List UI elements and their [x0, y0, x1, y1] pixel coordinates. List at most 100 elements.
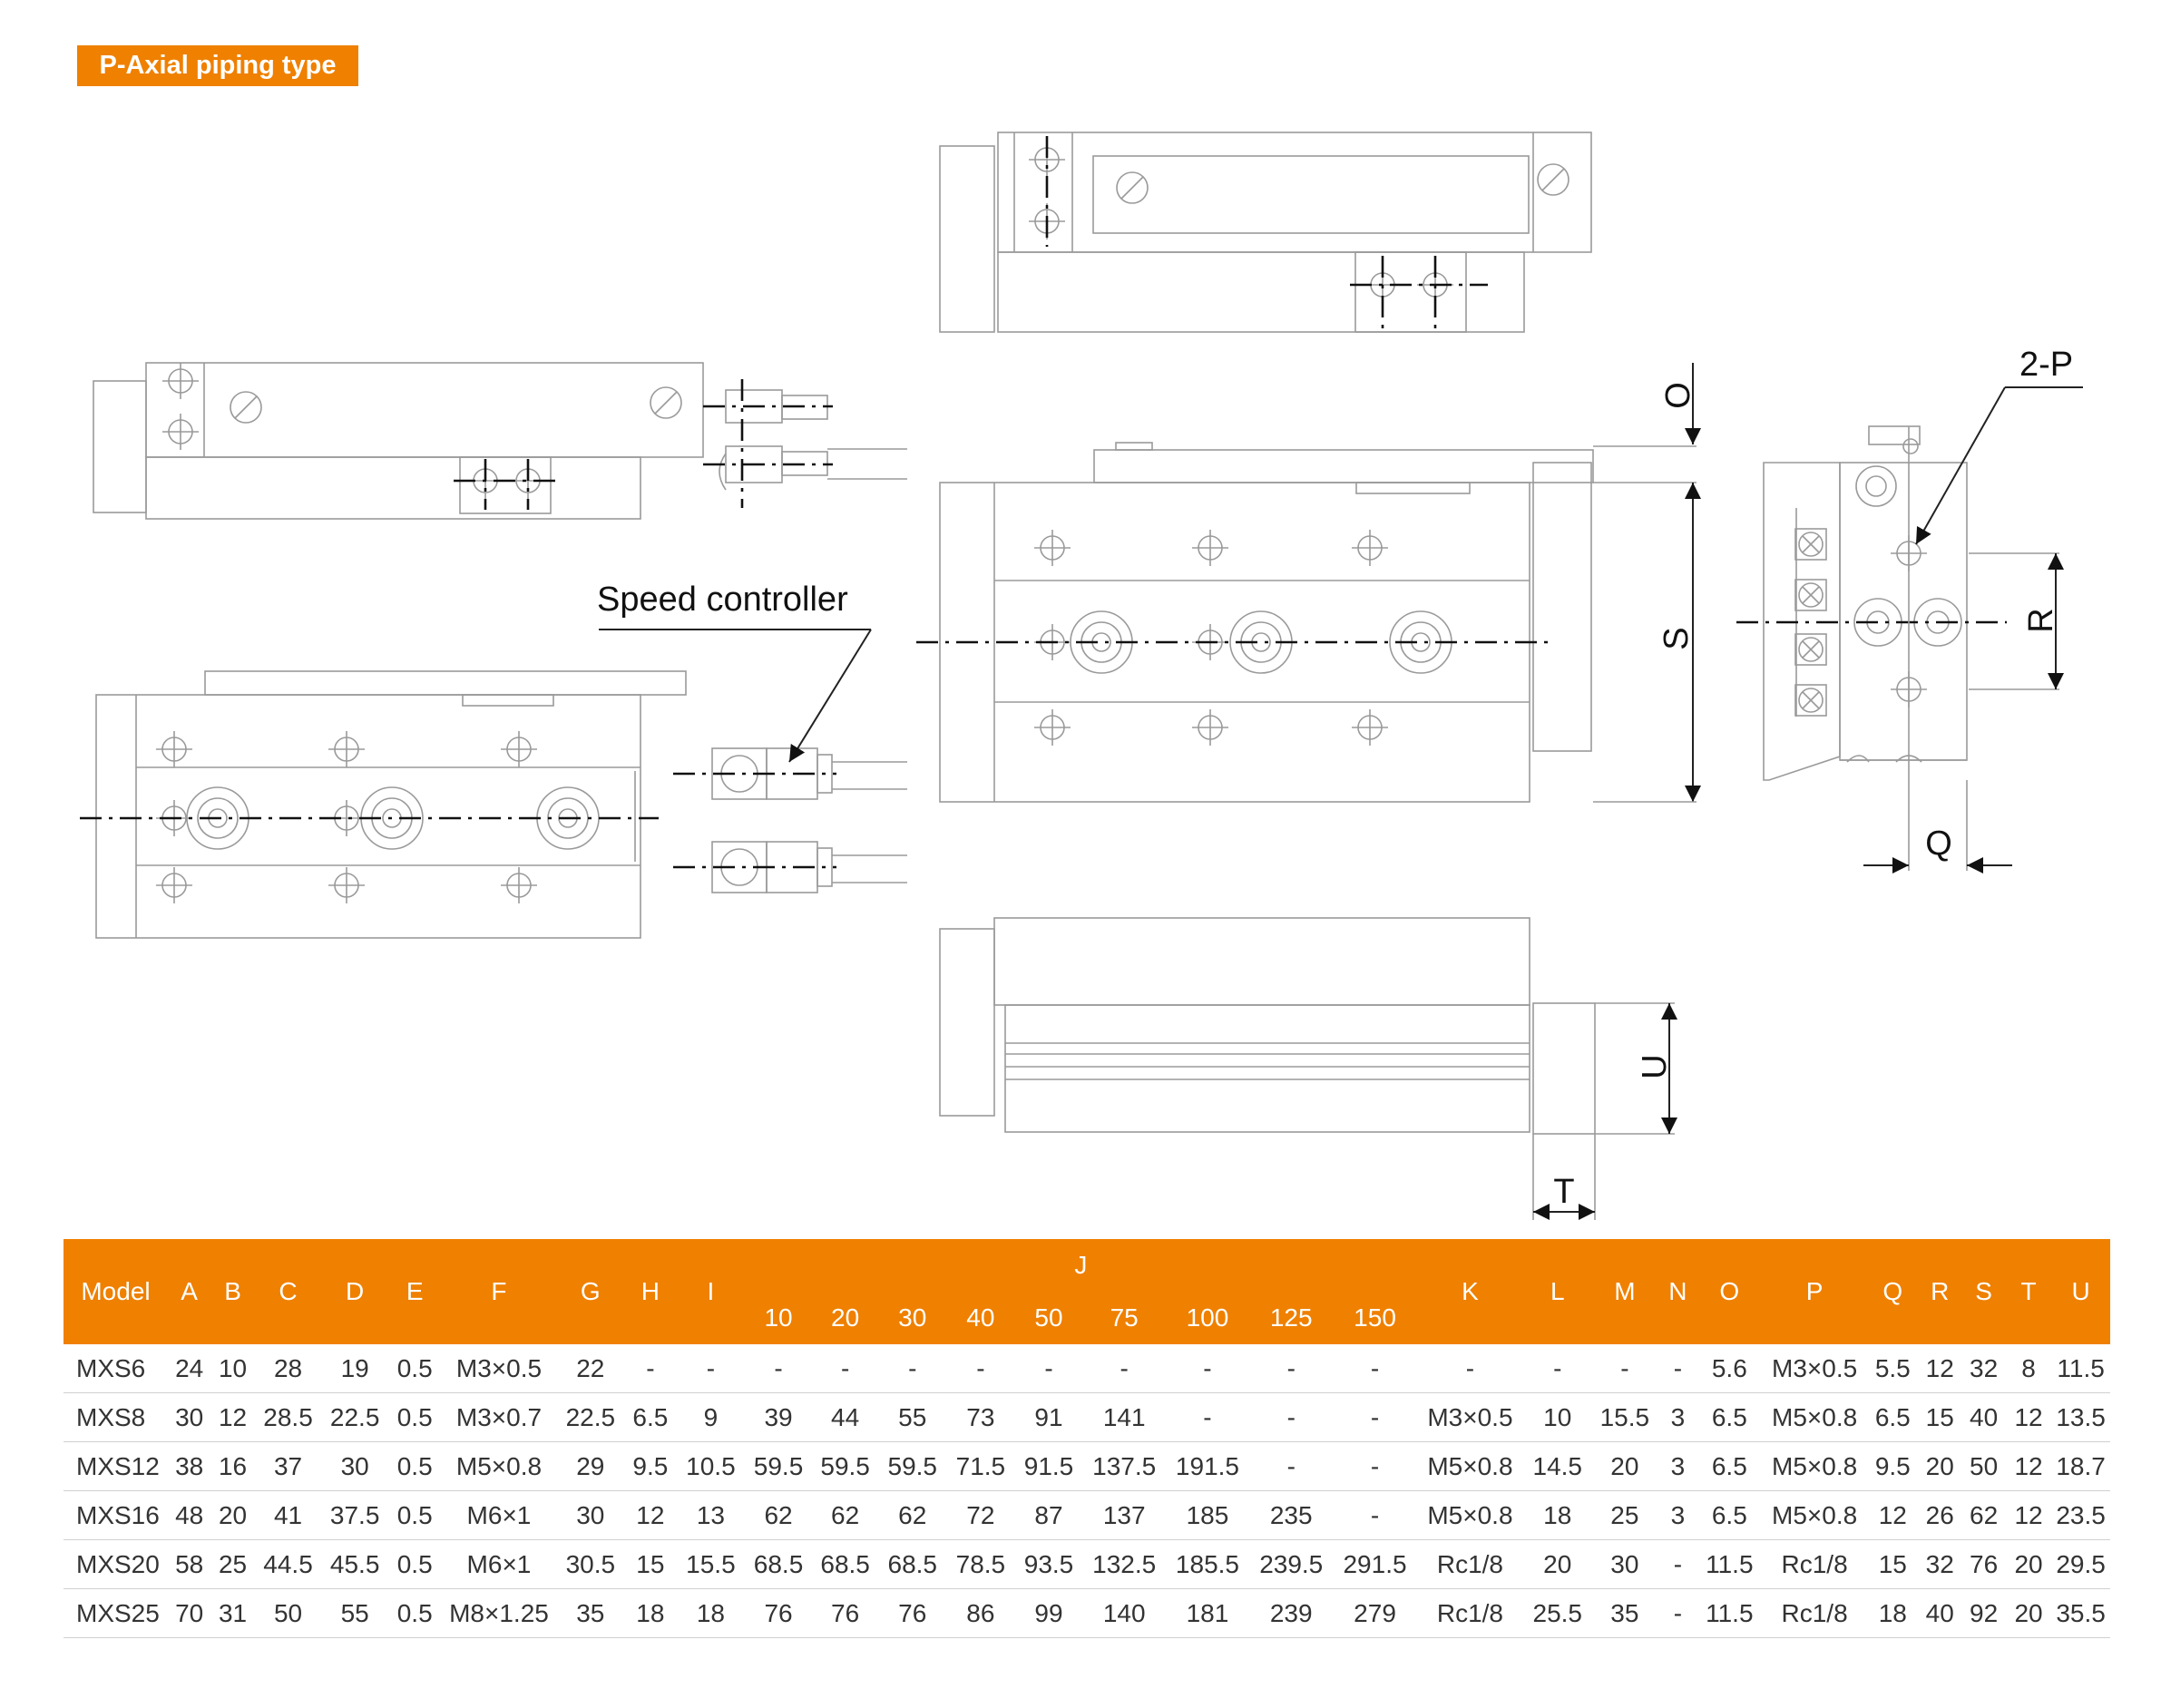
dim-u-label: U	[1636, 1054, 1674, 1078]
table-cell: 9.5	[624, 1441, 677, 1491]
stroke-header: 100	[1166, 1292, 1249, 1344]
column-header: B	[210, 1239, 255, 1344]
column-header: G	[556, 1239, 625, 1344]
table-cell: 15.5	[1591, 1392, 1658, 1442]
table-cell: 76	[745, 1588, 812, 1638]
table-cell: 20	[1591, 1441, 1658, 1491]
table-cell: -	[745, 1344, 812, 1393]
table-cell: 0.5	[387, 1490, 442, 1540]
column-header: L	[1523, 1239, 1592, 1344]
column-header: R	[1918, 1239, 1962, 1344]
column-header: S	[1961, 1239, 2006, 1344]
column-header: A	[167, 1239, 211, 1344]
table-cell: 30	[167, 1392, 211, 1442]
table-cell: M5×0.8	[1761, 1441, 1868, 1491]
table-cell: 20	[2005, 1539, 2052, 1589]
table-cell: M5×0.8	[441, 1441, 557, 1491]
table-cell: M8×1.25	[441, 1588, 557, 1638]
table-cell: 26	[1918, 1490, 1962, 1540]
table-cell: 12	[2005, 1392, 2052, 1442]
table-cell: 62	[1961, 1490, 2006, 1540]
table-cell: 59.5	[811, 1441, 879, 1491]
table-cell: Rc1/8	[1416, 1539, 1524, 1589]
table-cell: M6×1	[441, 1490, 557, 1540]
table-cell: 15.5	[676, 1539, 746, 1589]
table-cell: 12	[1867, 1490, 1919, 1540]
table-cell: -	[1166, 1344, 1249, 1393]
table-cell: Rc1/8	[1416, 1588, 1524, 1638]
table-cell: 35.5	[2051, 1588, 2110, 1638]
table-cell: 32	[1961, 1344, 2006, 1393]
table-cell: 30	[556, 1490, 625, 1540]
column-header: N	[1657, 1239, 1698, 1344]
table-cell: -	[1333, 1392, 1417, 1442]
table-cell: 13	[676, 1490, 746, 1540]
table-cell: 137.5	[1082, 1441, 1167, 1491]
table-cell: 48	[167, 1490, 211, 1540]
column-header: D	[321, 1239, 388, 1344]
column-header: Q	[1867, 1239, 1919, 1344]
table-cell: 99	[1014, 1588, 1083, 1638]
table-cell: 22.5	[321, 1392, 388, 1442]
column-header: T	[2005, 1239, 2052, 1344]
table-cell: M5×0.8	[1761, 1392, 1868, 1442]
table-cell: 18	[624, 1588, 677, 1638]
table-cell: 39	[745, 1392, 812, 1442]
table-cell: 191.5	[1166, 1441, 1249, 1491]
table-cell: 13.5	[2051, 1392, 2110, 1442]
stroke-header: 150	[1333, 1292, 1417, 1344]
table-cell: -	[1657, 1344, 1698, 1393]
table-cell: 11.5	[2051, 1344, 2110, 1393]
stroke-header: 50	[1014, 1292, 1083, 1344]
left-front-view: Speed controller	[80, 581, 907, 939]
table-cell: 59.5	[878, 1441, 947, 1491]
table-cell: 68.5	[878, 1539, 947, 1589]
table-cell: 68.5	[811, 1539, 879, 1589]
table-cell: -	[1333, 1490, 1417, 1540]
table-cell: 92	[1961, 1588, 2006, 1638]
table-cell: 35	[1591, 1588, 1658, 1638]
table-cell: 28	[254, 1344, 322, 1393]
dim-q-label: Q	[1925, 825, 1952, 863]
table-cell: -	[1248, 1392, 1334, 1442]
table-cell: 91.5	[1014, 1441, 1083, 1491]
table-cell: -	[624, 1344, 677, 1393]
table-cell: -	[946, 1344, 1015, 1393]
table-cell: M3×0.5	[441, 1344, 557, 1393]
table-cell: 0.5	[387, 1392, 442, 1442]
table-cell: -	[1591, 1344, 1658, 1393]
table-cell: 25.5	[1523, 1588, 1592, 1638]
table-cell: 0.5	[387, 1588, 442, 1638]
table-cell: 20	[1918, 1441, 1962, 1491]
table-cell: 6.5	[1697, 1392, 1762, 1442]
table-cell: 62	[811, 1490, 879, 1540]
table-cell: 3	[1657, 1441, 1698, 1491]
table-cell: 20	[2005, 1588, 2052, 1638]
model-cell: MXS20	[64, 1539, 168, 1589]
table-cell: 30	[321, 1441, 388, 1491]
table-cell: 10.5	[676, 1441, 746, 1491]
table-cell: 37.5	[321, 1490, 388, 1540]
table-cell: 291.5	[1333, 1539, 1417, 1589]
table-cell: -	[1657, 1539, 1698, 1589]
table-cell: 181	[1166, 1588, 1249, 1638]
table-cell: 25	[210, 1539, 255, 1589]
table-cell: 3	[1657, 1392, 1698, 1442]
table-cell: 239	[1248, 1588, 1334, 1638]
column-header: Model	[64, 1239, 168, 1344]
table-cell: 59.5	[745, 1441, 812, 1491]
left-side-view	[93, 362, 907, 520]
model-cell: MXS25	[64, 1588, 168, 1638]
table-cell: 76	[1961, 1539, 2006, 1589]
table-cell: 93.5	[1014, 1539, 1083, 1589]
table-cell: 5.5	[1867, 1344, 1919, 1393]
column-header: F	[441, 1239, 557, 1344]
table-cell: -	[1082, 1344, 1167, 1393]
table-cell: 50	[254, 1588, 322, 1638]
stroke-header: 20	[811, 1292, 879, 1344]
